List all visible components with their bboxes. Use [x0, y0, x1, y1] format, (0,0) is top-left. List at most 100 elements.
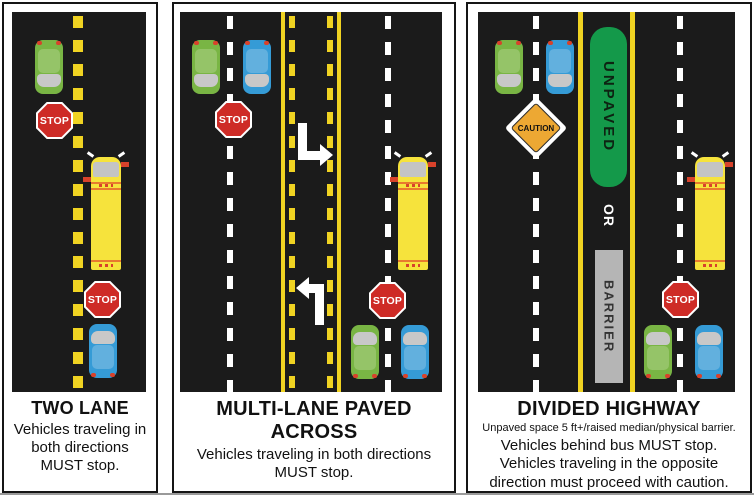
- stop-sign-face: STOP: [86, 283, 119, 316]
- bus-mirror: [86, 151, 95, 158]
- bus-stripe: [398, 260, 428, 262]
- bus-marker: [428, 162, 436, 167]
- stop-sign-icon: STOP: [36, 102, 73, 139]
- blue-car-icon: [89, 324, 117, 378]
- barrier-label: BARRIER: [601, 279, 617, 354]
- white-lane-line: [677, 16, 683, 392]
- bus-stripe: [91, 188, 121, 190]
- car-windshield: [548, 74, 572, 87]
- road-multi-lane: STOP STOP: [180, 12, 442, 392]
- road-divided-highway: UNPAVED OR BARRIER CAUTION: [478, 12, 735, 392]
- bus-mirror: [424, 151, 433, 158]
- bottom-edge-divider: [0, 493, 754, 495]
- bus-stop-arm: [687, 177, 695, 182]
- stop-sign-face: STOP: [217, 103, 250, 136]
- bus-marker: [725, 162, 733, 167]
- car-windshield: [353, 332, 377, 345]
- bus-stripe: [695, 260, 725, 262]
- bus-stripe: [91, 182, 121, 184]
- car-roof: [92, 345, 114, 369]
- road-two-lane: STOP STOP: [12, 12, 146, 392]
- taillight: [716, 374, 721, 378]
- green-car-icon: [35, 40, 63, 94]
- bus-stripe: [91, 260, 121, 262]
- green-car-icon: [192, 40, 220, 94]
- white-lane-line: [227, 16, 233, 392]
- green-car-icon: [644, 325, 672, 379]
- taillight: [422, 374, 427, 378]
- panel-title: DIVIDED HIGHWAY: [517, 398, 701, 420]
- stop-sign-icon: STOP: [84, 281, 121, 318]
- stop-sign-face: STOP: [371, 284, 404, 317]
- car-roof: [549, 49, 571, 73]
- stop-sign-face: STOP: [38, 104, 71, 137]
- stop-sign-face: STOP: [664, 283, 697, 316]
- arrow-shaft: [315, 284, 324, 325]
- car-windshield: [697, 332, 721, 345]
- barrier-median: BARRIER: [595, 250, 623, 383]
- bus-lights: [406, 264, 420, 267]
- taillight: [567, 41, 572, 45]
- bus-lights: [703, 264, 717, 267]
- panel-title: TWO LANE: [31, 398, 129, 418]
- taillight: [37, 41, 42, 45]
- taillight: [91, 373, 96, 377]
- bus-windshield: [697, 162, 723, 177]
- car-roof: [354, 346, 376, 370]
- car-windshield: [403, 332, 427, 345]
- bus-lights: [406, 184, 420, 187]
- turn-arrow-left-icon: [296, 277, 332, 325]
- taillight: [264, 41, 269, 45]
- panel-description: Vehicles traveling in both directions MU…: [13, 420, 147, 475]
- bus-lights: [99, 184, 113, 187]
- bus-marker: [121, 162, 129, 167]
- bus-stripe: [398, 188, 428, 190]
- stop-sign-icon: STOP: [662, 281, 699, 318]
- taillight: [665, 374, 670, 378]
- car-roof: [647, 346, 669, 370]
- caption-divided-highway: DIVIDED HIGHWAY Unpaved space 5 ft+/rais…: [471, 398, 747, 492]
- or-label: OR: [601, 203, 617, 227]
- bus-mirror: [690, 151, 699, 158]
- unpaved-median: UNPAVED: [590, 27, 627, 187]
- panel-description: Vehicles behind bus MUST stop. Vehicles …: [489, 437, 729, 491]
- car-roof: [698, 346, 720, 370]
- bus-mirror: [721, 151, 730, 158]
- bus-mirror: [393, 151, 402, 158]
- yellow-dashed-line: [289, 16, 295, 392]
- school-bus-icon: [83, 151, 129, 270]
- car-roof: [246, 49, 268, 73]
- panel-title: MULTI-LANE PAVED ACROSS: [216, 398, 412, 443]
- car-roof: [404, 346, 426, 370]
- car-windshield: [497, 74, 521, 87]
- arrow-shaft: [298, 123, 307, 160]
- bus-stripe: [398, 182, 428, 184]
- bus-windshield: [93, 162, 119, 177]
- blue-car-icon: [243, 40, 271, 94]
- bus-stripe: [695, 188, 725, 190]
- taillight: [245, 41, 250, 45]
- car-windshield: [194, 74, 218, 87]
- stop-sign-label: STOP: [218, 113, 249, 126]
- car-windshield: [646, 332, 670, 345]
- panel-divided-highway: UNPAVED OR BARRIER CAUTION: [466, 2, 752, 493]
- taillight: [516, 41, 521, 45]
- arrow-shaft: [298, 151, 321, 160]
- stop-sign-label: STOP: [665, 293, 696, 306]
- arrow-head: [320, 144, 333, 166]
- blue-car-icon: [695, 325, 723, 379]
- yellow-dashed-line: [327, 16, 333, 392]
- stop-sign-icon: STOP: [369, 282, 406, 319]
- stop-sign-label: STOP: [39, 114, 70, 127]
- stop-sign-label: STOP: [372, 294, 403, 307]
- taillight: [353, 374, 358, 378]
- green-car-icon: [495, 40, 523, 94]
- yellow-solid-line: [281, 12, 285, 392]
- caution-sign-icon: CAUTION: [504, 96, 568, 160]
- car-roof: [195, 49, 217, 73]
- panel-two-lane: STOP STOP TWO LANE Vehicles: [2, 2, 158, 493]
- panel-multi-lane: STOP STOP: [172, 2, 456, 493]
- stop-sign-icon: STOP: [215, 101, 252, 138]
- car-windshield: [245, 74, 269, 87]
- bus-windshield: [400, 162, 426, 177]
